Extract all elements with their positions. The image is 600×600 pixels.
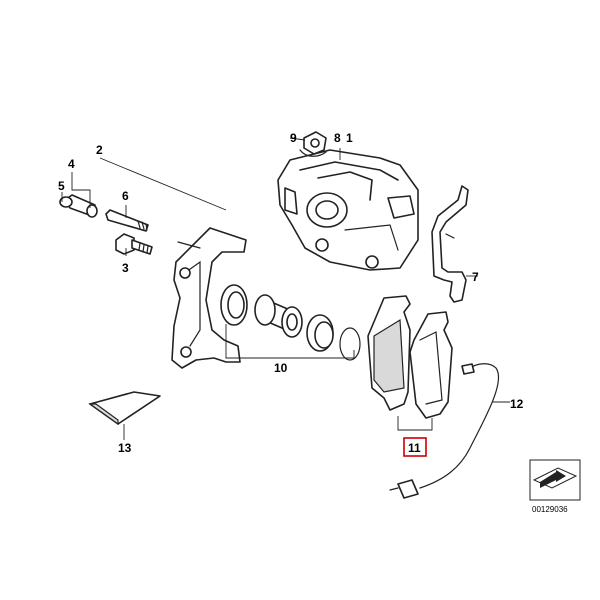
callout-6: 6 (122, 189, 129, 203)
carrier-bolt[interactable] (115, 233, 153, 255)
grease-packet[interactable] (88, 391, 161, 426)
direction-arrow-icon (529, 459, 581, 501)
reference-number: 00129036 (532, 505, 568, 514)
callout-7: 7 (472, 270, 479, 284)
callout-9: 9 (290, 131, 297, 145)
caliper-carrier[interactable] (171, 227, 247, 369)
guide-bolt[interactable] (105, 209, 149, 232)
callout-11-highlight-box (403, 437, 427, 457)
wear-sensor[interactable] (389, 363, 500, 499)
piston-seal[interactable] (306, 314, 334, 352)
callout-5: 5 (58, 179, 65, 193)
callout-13: 13 (118, 441, 132, 455)
bleeder-cap[interactable] (299, 149, 327, 157)
brake-pad-inner[interactable] (367, 295, 411, 411)
spring-clip[interactable] (431, 185, 469, 303)
leader-lines (61, 137, 510, 440)
callout-3: 3 (122, 261, 129, 275)
brake-pad-outer[interactable] (409, 311, 453, 419)
callout-8: 8 (334, 131, 341, 145)
callout-4: 4 (68, 157, 75, 171)
piston[interactable] (254, 294, 303, 338)
caliper-housing[interactable] (277, 149, 419, 271)
callout-10: 10 (274, 361, 288, 375)
bleeder-screw[interactable] (303, 131, 327, 155)
callout-1: 1 (346, 131, 353, 145)
callouts: 1 2 3 4 5 6 7 8 9 10 11 12 13 (58, 131, 524, 457)
bushing-sleeve[interactable] (86, 204, 98, 218)
retaining-ring[interactable] (339, 327, 361, 361)
callout-2: 2 (96, 143, 103, 157)
dust-boot[interactable] (220, 284, 248, 326)
callout-12: 12 (510, 397, 524, 411)
callout-11[interactable]: 11 (408, 441, 421, 455)
